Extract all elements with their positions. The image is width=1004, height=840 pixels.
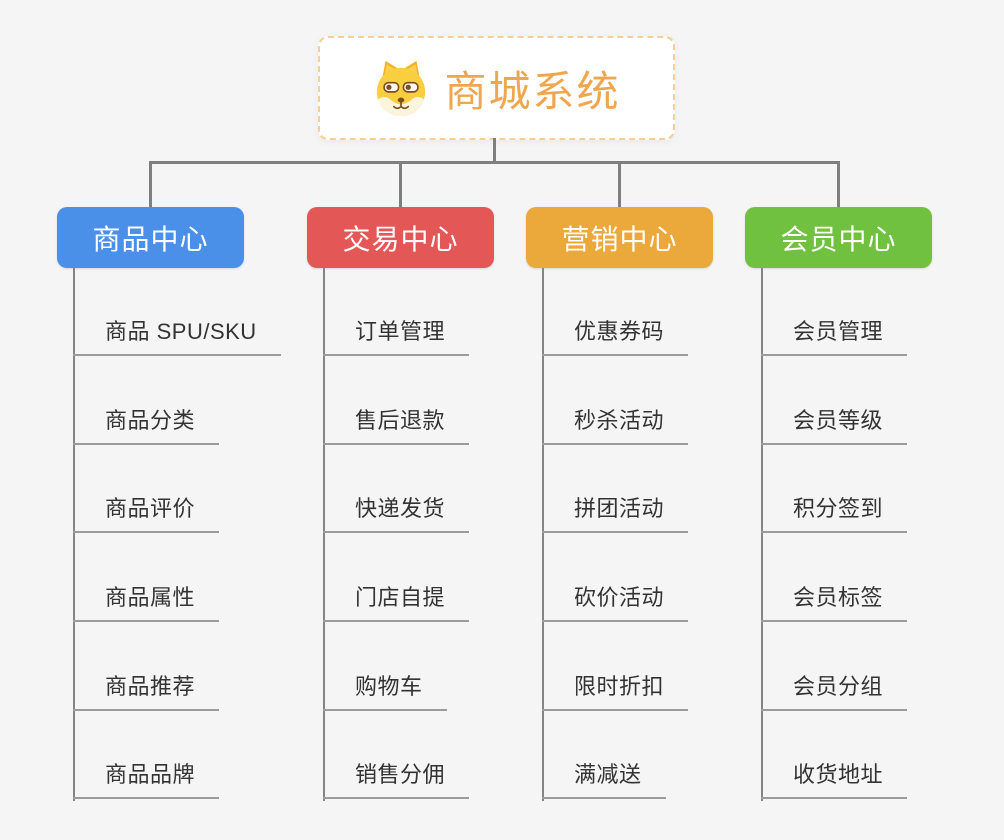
branch-topic-member-center[interactable]: 会员中心 xyxy=(745,207,932,268)
subtopic[interactable]: 会员等级 xyxy=(761,406,908,445)
subtopic[interactable]: 限时折扣 xyxy=(542,672,689,711)
subtopic[interactable]: 快递发货 xyxy=(323,494,470,533)
subtopic[interactable]: 商品品牌 xyxy=(73,760,220,799)
branch-topic-trade-center[interactable]: 交易中心 xyxy=(307,207,494,268)
branch-topic-product-center[interactable]: 商品中心 xyxy=(57,207,244,268)
branch-column-member-center: 会员中心 会员管理 会员等级 积分签到 会员标签 会员分组 收货地址 xyxy=(745,207,1004,817)
branch-column-product-center: 商品中心 商品 SPU/SKU 商品分类 商品评价 商品属性 商品推荐 商品品牌 xyxy=(57,207,317,817)
subtopic[interactable]: 商品评价 xyxy=(73,494,220,533)
branch-rail-marketing-center xyxy=(542,268,544,801)
subtopic[interactable]: 收货地址 xyxy=(761,760,908,799)
root-topic-title: 商城系统 xyxy=(444,67,621,115)
root-topic[interactable]: 商城系统 xyxy=(318,36,675,140)
subtopic[interactable]: 会员管理 xyxy=(761,317,908,356)
subtopic[interactable]: 门店自提 xyxy=(323,583,470,622)
subtopic[interactable]: 砍价活动 xyxy=(542,583,689,622)
subtopic[interactable]: 订单管理 xyxy=(323,317,470,356)
subtopic[interactable]: 商品 SPU/SKU xyxy=(73,317,281,356)
connector-drop-member-center xyxy=(837,163,840,208)
subtopic[interactable]: 秒杀活动 xyxy=(542,406,689,445)
subtopic[interactable]: 会员标签 xyxy=(761,583,908,622)
connector-root-stem xyxy=(493,138,496,162)
subtopic[interactable]: 拼团活动 xyxy=(542,494,689,533)
connector-drop-product-center xyxy=(149,163,152,208)
branch-rail-member-center xyxy=(761,268,763,801)
connector-horizontal-bar xyxy=(149,161,840,164)
connector-drop-trade-center xyxy=(399,163,402,208)
branch-rail-trade-center xyxy=(323,268,325,801)
subtopic[interactable]: 商品分类 xyxy=(73,406,220,445)
branch-column-trade-center: 交易中心 订单管理 售后退款 快递发货 门店自提 购物车 销售分佣 xyxy=(307,207,567,817)
subtopic[interactable]: 商品推荐 xyxy=(73,672,220,711)
connector-drop-marketing-center xyxy=(618,163,621,208)
subtopic[interactable]: 商品属性 xyxy=(73,583,220,622)
subtopic[interactable]: 售后退款 xyxy=(323,406,470,445)
subtopic[interactable]: 积分签到 xyxy=(761,494,908,533)
subtopic[interactable]: 购物车 xyxy=(323,672,447,711)
subtopic[interactable]: 优惠券码 xyxy=(542,317,689,356)
branch-rail-product-center xyxy=(73,268,75,801)
dog-face-icon xyxy=(377,60,426,117)
branch-column-marketing-center: 营销中心 优惠券码 秒杀活动 拼团活动 砍价活动 限时折扣 满减送 xyxy=(526,207,786,817)
subtopic[interactable]: 满减送 xyxy=(542,760,666,799)
branch-topic-marketing-center[interactable]: 营销中心 xyxy=(526,207,713,268)
subtopic[interactable]: 会员分组 xyxy=(761,672,908,711)
subtopic[interactable]: 销售分佣 xyxy=(323,760,470,799)
